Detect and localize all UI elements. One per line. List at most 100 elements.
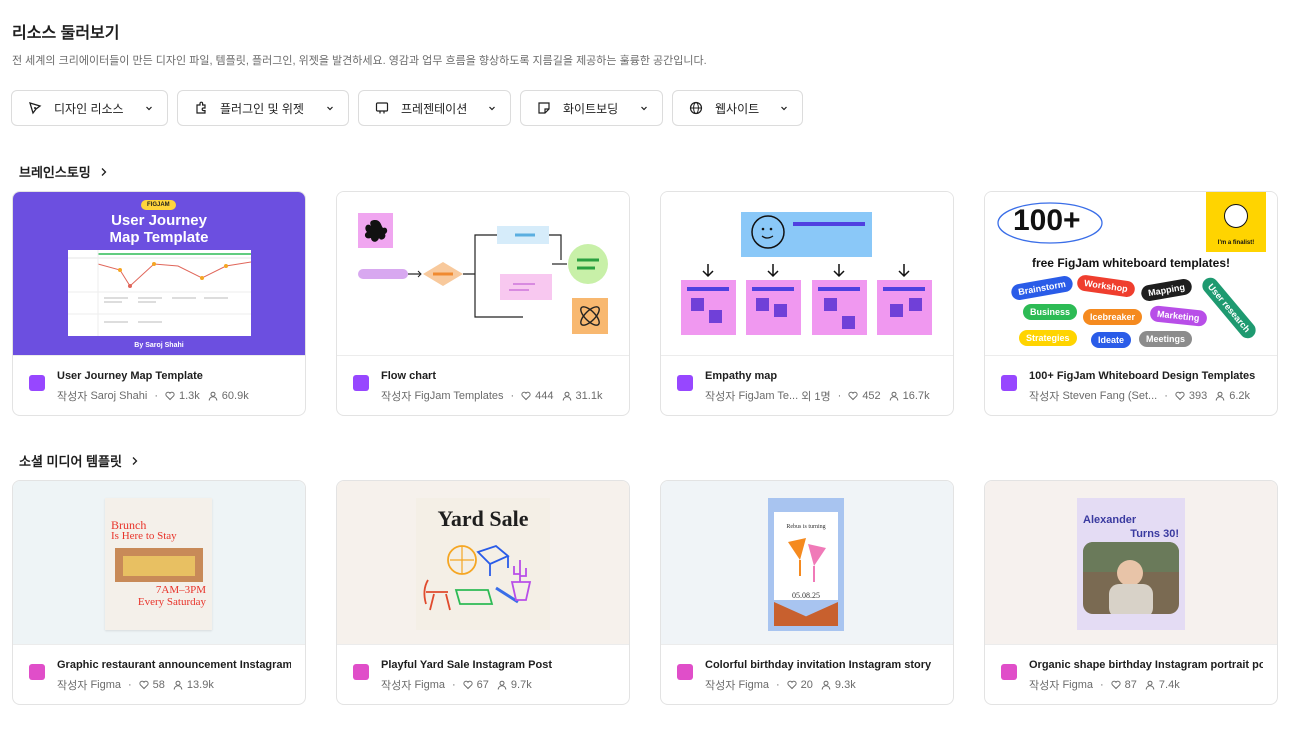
card-grid-social-media: Brunch Is Here to Stay 7AM–3PM Every Sat…	[12, 480, 1278, 705]
oval-outline	[997, 202, 1103, 244]
resource-card[interactable]: 100+ I'm a finalist! free FigJam whitebo…	[984, 191, 1278, 416]
resource-card[interactable]: Rebus is turning 05.08.25 Colorful birth…	[660, 480, 954, 705]
filter-label: 화이트보딩	[563, 101, 619, 116]
heart-icon	[463, 680, 473, 690]
card-thumbnail: Brunch Is Here to Stay 7AM–3PM Every Sat…	[13, 481, 305, 645]
tag: Mapping	[1139, 277, 1194, 303]
resource-card[interactable]: Flow chart 작성자 FigJam Templates · 444 31…	[336, 191, 630, 416]
card-author[interactable]: FigJam Te...	[738, 390, 799, 402]
filter-website[interactable]: 웹사이트	[672, 90, 803, 126]
section-header-social-media[interactable]: 소셜 미디어 템플릿	[19, 451, 139, 470]
card-title: Organic shape birthday Instagram portrai…	[1029, 659, 1263, 671]
card-users: 16.7k	[902, 390, 930, 402]
heart-icon	[1175, 391, 1185, 401]
chevron-down-icon	[781, 106, 787, 111]
figjam-file-icon	[677, 375, 693, 391]
card-likes: 393	[1188, 390, 1208, 402]
card-author[interactable]: FigJam Templates	[414, 390, 504, 402]
card-likes: 1.3k	[178, 390, 200, 402]
card-likes: 452	[862, 390, 881, 402]
thumb-title: User Journey Map Template	[109, 212, 209, 246]
card-users: 9.3k	[834, 679, 856, 691]
figjam-file-icon	[353, 375, 369, 391]
tag-cloud: Brainstorm Workshop Mapping User researc…	[985, 192, 1277, 355]
heart-icon	[848, 391, 858, 401]
resource-card[interactable]: Brunch Is Here to Stay 7AM–3PM Every Sat…	[12, 480, 306, 705]
card-thumbnail: FIGJAM User Journey Map Template By Saro…	[13, 192, 305, 356]
card-author[interactable]: Figma	[738, 679, 769, 691]
filter-label: 프레젠테이션	[401, 101, 468, 116]
filter-plugins-widgets[interactable]: 플러그인 및 위젯	[177, 90, 349, 126]
card-title: Graphic restaurant announcement Instagra…	[57, 659, 291, 671]
section-header-brainstorming[interactable]: 브레인스토밍	[19, 162, 108, 181]
card-thumbnail	[661, 192, 953, 356]
card-likes: 20	[800, 679, 813, 691]
resource-card[interactable]: FIGJAM User Journey Map Template By Saro…	[12, 191, 306, 416]
card-users: 31.1k	[575, 390, 603, 402]
heart-icon	[1111, 680, 1121, 690]
resource-card[interactable]: Empathy map 작성자 FigJam Te... 외 1명 · 452 …	[660, 191, 954, 416]
tag: Business	[1023, 304, 1078, 320]
card-author[interactable]: Figma	[1062, 679, 1093, 691]
chevron-down-icon	[146, 106, 152, 111]
card-by: 작성자	[705, 680, 736, 692]
filter-whiteboarding[interactable]: 화이트보딩	[520, 90, 663, 126]
card-grid-brainstorming: FIGJAM User Journey Map Template By Saro…	[12, 191, 1278, 416]
card-title: User Journey Map Template	[57, 370, 203, 382]
presentation-icon	[375, 102, 389, 114]
page-title: 리소스 둘러보기	[12, 25, 120, 42]
heart-icon	[139, 680, 149, 690]
tag: Ideate	[1091, 332, 1132, 348]
card-by: 작성자	[381, 391, 412, 403]
card-thumbnail: Alexander Turns 30!	[985, 481, 1277, 645]
flowchart-preview	[358, 213, 608, 334]
heart-icon	[787, 680, 797, 690]
resource-card[interactable]: Alexander Turns 30! Organic shape birthd…	[984, 480, 1278, 705]
card-author[interactable]: Figma	[414, 679, 445, 691]
figma-file-icon	[353, 664, 369, 680]
puzzle-icon	[196, 101, 206, 114]
card-users: 60.9k	[221, 390, 249, 402]
filter-design-resources[interactable]: 디자인 리소스	[11, 90, 168, 126]
card-title: 100+ FigJam Whiteboard Design Templates	[1029, 370, 1256, 382]
card-title: Colorful birthday invitation Instagram s…	[705, 659, 932, 671]
user-icon	[1215, 391, 1225, 401]
chevron-down-icon	[489, 106, 495, 111]
filter-presentation[interactable]: 프레젠테이션	[358, 90, 511, 126]
card-by: 작성자	[57, 680, 88, 692]
card-author[interactable]: Saroj Shahi	[90, 390, 148, 402]
pen-tool-icon	[29, 102, 42, 115]
filter-label: 웹사이트	[715, 101, 760, 116]
card-thumbnail: Rebus is turning 05.08.25	[661, 481, 953, 645]
card-author[interactable]: Figma	[90, 679, 121, 691]
section-title: 브레인스토밍	[19, 165, 91, 180]
card-thumbnail: 100+ I'm a finalist! free FigJam whitebo…	[985, 192, 1277, 356]
story-preview: Rebus is turning 05.08.25	[768, 498, 844, 631]
card-by: 작성자	[381, 680, 412, 692]
card-author[interactable]: Steven Fang (Set...	[1062, 390, 1158, 402]
chevron-down-icon	[641, 106, 647, 111]
post-preview: Yard Sale	[416, 498, 550, 630]
card-extra-authors: 외 1명	[801, 391, 831, 403]
card-title: Empathy map	[705, 370, 778, 382]
resource-card[interactable]: Yard Sale Playful Yard Sale Instagram Po…	[336, 480, 630, 705]
card-by: 작성자	[57, 391, 88, 403]
heart-icon	[521, 391, 531, 401]
tag: Icebreaker	[1083, 309, 1143, 325]
post-preview: Brunch Is Here to Stay 7AM–3PM Every Sat…	[105, 498, 212, 630]
finalist-badge: I'm a finalist!	[1206, 192, 1266, 252]
tag: Meetings	[1139, 331, 1193, 347]
card-thumbnail: Yard Sale	[337, 481, 629, 645]
user-icon	[208, 391, 218, 401]
filter-label: 플러그인 및 위젯	[220, 101, 304, 116]
sticky-note-icon	[538, 102, 550, 114]
tag: Strategies	[1019, 330, 1077, 346]
card-thumbnail	[337, 192, 629, 356]
card-likes: 67	[476, 679, 489, 691]
user-icon	[1145, 680, 1155, 690]
tag: User research	[1199, 274, 1259, 342]
thumb-footer: By Saroj Shahi	[134, 342, 184, 349]
user-icon	[497, 680, 507, 690]
card-users: 6.2k	[1229, 390, 1251, 402]
figjam-file-icon	[29, 375, 45, 391]
